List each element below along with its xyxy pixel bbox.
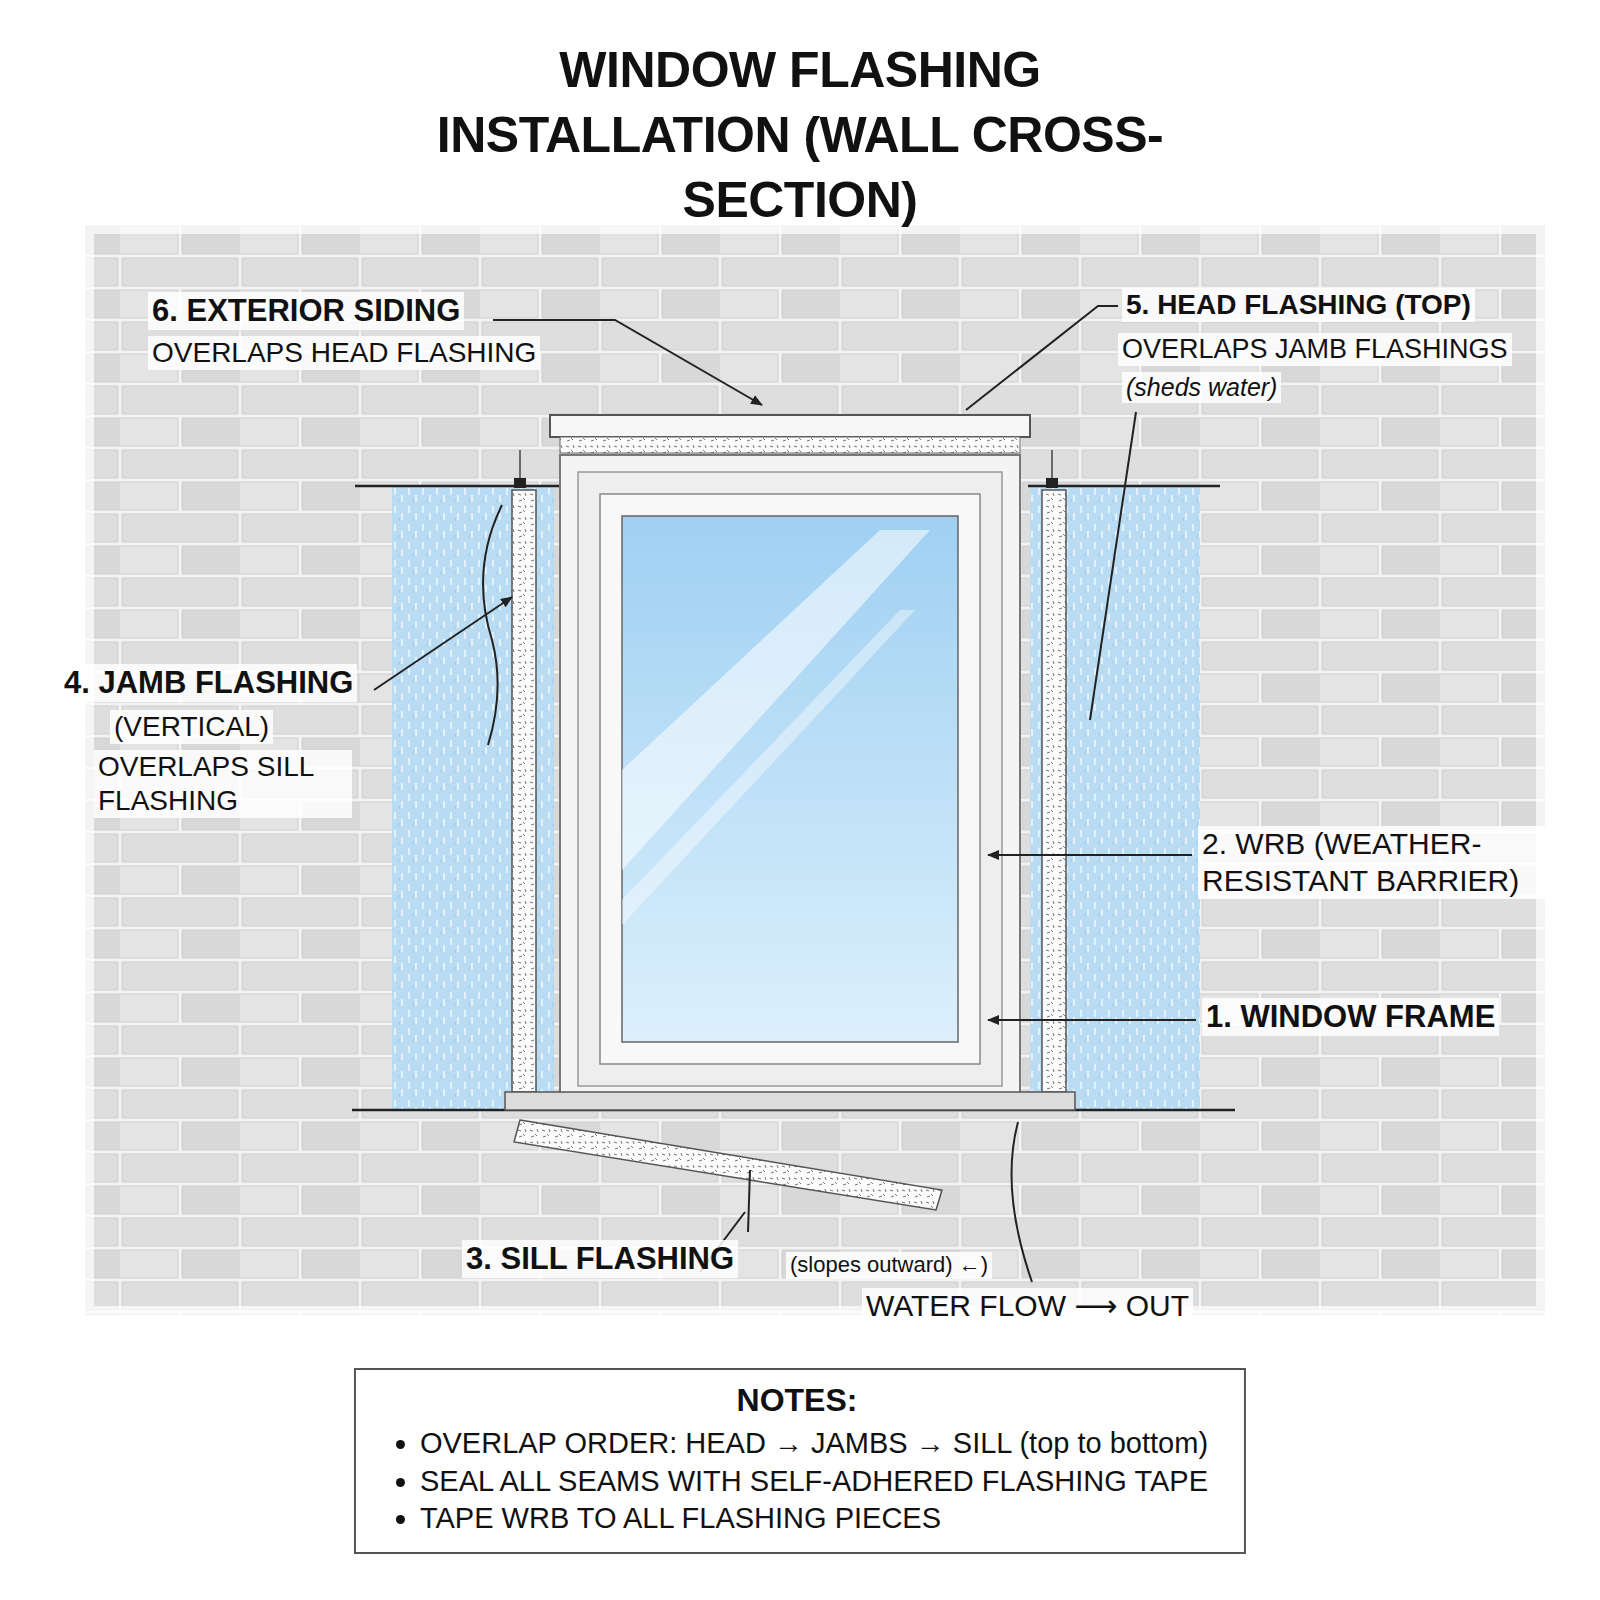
callout-label: 6. EXTERIOR SIDING [148, 292, 464, 330]
callout-label: 1. WINDOW FRAME [1202, 998, 1499, 1036]
note-item: OVERLAP ORDER: HEAD → JAMBS → SILL (top … [420, 1425, 1208, 1463]
callout-note: (slopes outward) ←) [786, 1252, 992, 1279]
diagram-title: WINDOW FLASHING INSTALLATION (WALL CROSS… [0, 38, 1600, 233]
callout-label: 4. JAMB FLASHING [60, 664, 357, 702]
callout-label: 5. HEAD FLASHING (TOP) [1122, 288, 1475, 322]
callout-note: OVERLAPS JAMB FLASHINGS [1118, 333, 1512, 366]
callout-note: (VERTICAL) [110, 710, 273, 744]
note-item: TAPE WRB TO ALL FLASHING PIECES [420, 1500, 1208, 1538]
callout-note: OVERLAPS SILL FLASHING [94, 750, 352, 818]
notes-heading: NOTES: [386, 1382, 1208, 1419]
notes-box: NOTES: OVERLAP ORDER: HEAD → JAMBS → SILL… [354, 1368, 1246, 1554]
callout-note: OVERLAPS HEAD FLASHING [148, 336, 540, 370]
callout-note: (sheds water) [1122, 372, 1281, 403]
flow-label: WATER FLOW ⟶ OUT [862, 1288, 1193, 1325]
note-item: SEAL ALL SEAMS WITH SELF-ADHERED FLASHIN… [420, 1463, 1208, 1501]
callout-label: 2. WRB (WEATHER-RESISTANT BARRIER) [1198, 826, 1568, 899]
notes-list: OVERLAP ORDER: HEAD → JAMBS → SILL (top … [386, 1425, 1208, 1538]
callout-label: 3. SILL FLASHING [462, 1240, 738, 1278]
